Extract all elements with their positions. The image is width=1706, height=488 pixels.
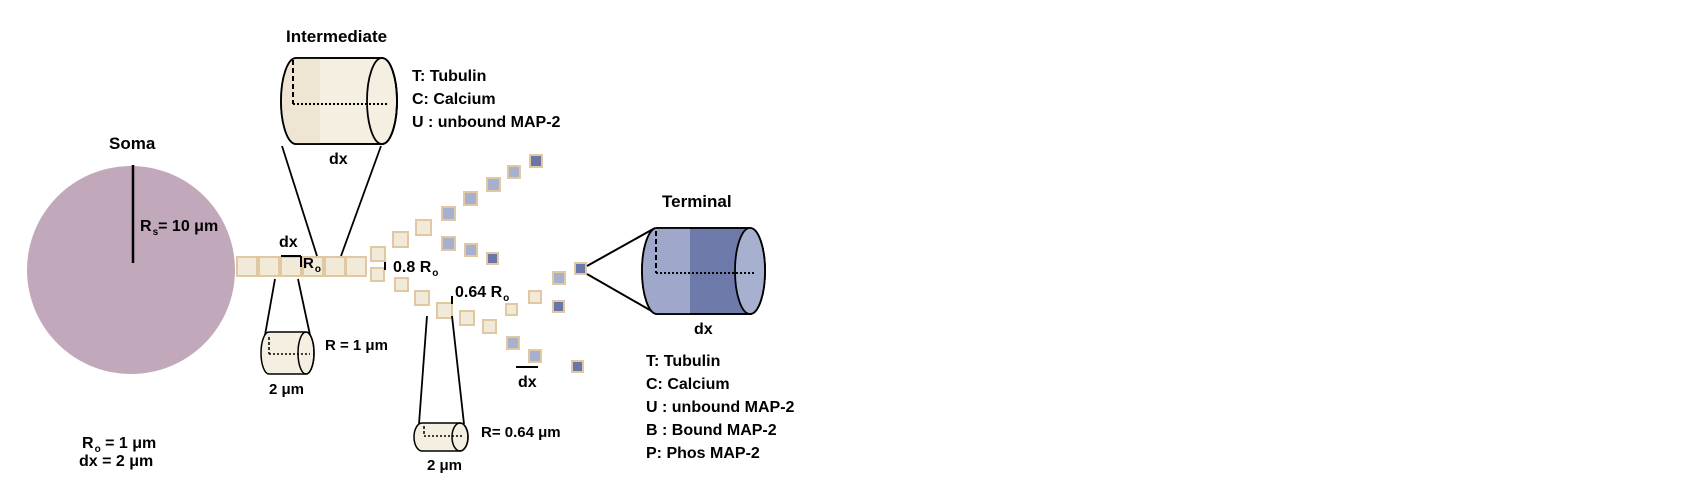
branch-segment (506, 336, 520, 350)
branch-segment (463, 191, 478, 206)
branch-segments (370, 219, 542, 334)
legend-item: T: Tubulin (646, 353, 721, 370)
branch-segment (528, 349, 542, 363)
branch1-main: 0.8 R (393, 259, 432, 276)
zoom-line (297, 278, 311, 336)
legend-item: C: Calcium (646, 376, 730, 393)
soma-title: Soma (109, 134, 156, 153)
axon-segment (324, 256, 346, 277)
branch-segment (441, 206, 456, 221)
small-cylinder-2-radius: R= 0.64 μm (481, 424, 561, 441)
branch-segment (574, 262, 587, 275)
intermediate-title: Intermediate (286, 27, 388, 46)
small-cylinder-2-length: 2 μm (427, 457, 463, 474)
branch-segment (370, 267, 385, 282)
branch-segment (392, 231, 409, 248)
axon-segment (280, 256, 302, 277)
small-cylinder-1 (260, 331, 315, 375)
branch-segment (482, 319, 497, 334)
axon-ro-label: Ro (303, 256, 321, 275)
zoom-line (586, 273, 656, 314)
branch-dx-label: dx (518, 374, 537, 391)
branch-segment (436, 302, 453, 319)
soma-radius-rest: = 10 μm (158, 218, 219, 235)
branch-segment (441, 236, 456, 251)
intermediate-dx-label: dx (329, 151, 348, 168)
axon-segment (236, 256, 258, 277)
branch-segment (505, 303, 518, 316)
branch-segment (552, 271, 566, 285)
branch-segment (459, 310, 475, 326)
intermediate-cylinder (280, 57, 398, 145)
zoom-line (281, 145, 318, 257)
small-cylinder-1-radius: R = 1 μm (325, 337, 388, 354)
terminal-segments (441, 154, 587, 373)
intermediate-legend: T: Tubulin C: Calcium U : unbound MAP-2 (412, 65, 560, 134)
terminal-dx-label: dx (694, 321, 713, 338)
zoom-line (340, 145, 382, 257)
terminal-legend: T: Tubulin C: Calcium U : unbound MAP-2 … (646, 350, 794, 465)
param-ro: Ro = 1 μm (82, 436, 156, 455)
legend-item: T: Tubulin (412, 68, 487, 85)
param-dx: dx = 2 μm (79, 453, 154, 470)
axon-segment (345, 256, 367, 277)
branch2-sub: o (503, 293, 510, 304)
branch-segment (528, 290, 542, 304)
zoom-line (418, 315, 428, 425)
branch-segment (464, 243, 478, 257)
axon-ro-main: R (303, 255, 314, 272)
soma-radius-sub: s (152, 227, 159, 238)
legend-item: B : Bound MAP-2 (646, 422, 777, 439)
axon-segment (302, 256, 324, 277)
branch-segment (414, 290, 430, 306)
branch-segment (370, 246, 386, 262)
legend-item: U : unbound MAP-2 (412, 114, 561, 131)
legend-item: P: Phos MAP-2 (646, 445, 760, 462)
branch-segment (394, 277, 409, 292)
axon-dx-label: dx (279, 234, 298, 251)
branch2-main: 0.64 R (455, 284, 503, 301)
small-cylinder-1-length: 2 μm (269, 381, 305, 398)
zoom-line (586, 227, 656, 267)
axon-ro-sub: o (314, 264, 321, 275)
terminal-cylinder (641, 227, 766, 315)
param-ro-sub: o (94, 444, 101, 455)
branch1-label: 0.8 Ro (393, 260, 438, 279)
legend-item: C: Calcium (412, 91, 496, 108)
soma-radius-label: Rs= 10 μm (140, 219, 218, 238)
axon-segments (236, 256, 367, 277)
param-ro-main: R (82, 435, 94, 452)
branch-segment (507, 165, 521, 179)
terminal-title: Terminal (662, 192, 732, 211)
branch-segment (571, 360, 584, 373)
legend-item: U : unbound MAP-2 (646, 399, 795, 416)
small-cylinder-2 (413, 422, 469, 452)
soma-circle (27, 166, 235, 374)
branch-segment (552, 300, 565, 313)
branch-segment (415, 219, 432, 236)
axon-segment (258, 256, 280, 277)
zoom-line (451, 315, 465, 425)
branch1-sub: o (432, 268, 439, 279)
branch-segment (486, 252, 499, 265)
branch-segment (529, 154, 543, 168)
zoom-line (264, 278, 276, 336)
branch2-label: 0.64 Ro (455, 285, 509, 304)
soma-radius-main: R (140, 218, 152, 235)
branch-segment (486, 177, 501, 192)
param-ro-rest: = 1 μm (100, 435, 157, 452)
